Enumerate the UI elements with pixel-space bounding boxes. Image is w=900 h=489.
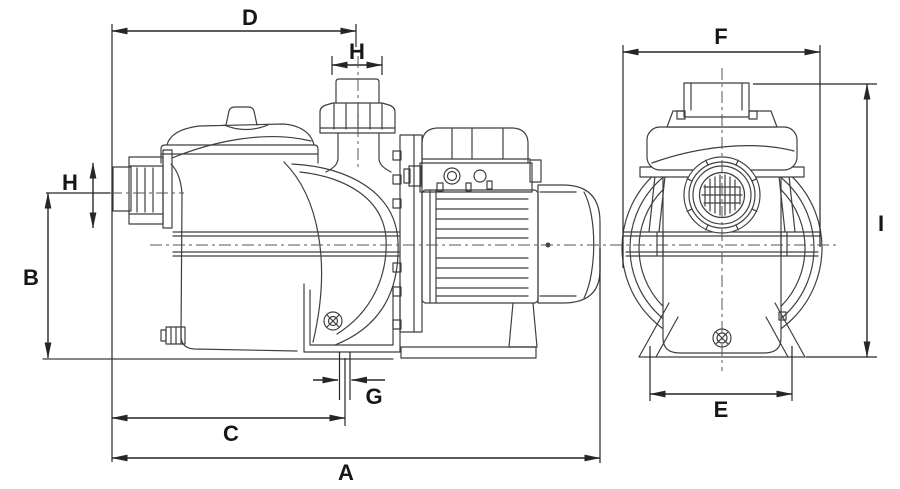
dim-label-h-side: H bbox=[62, 170, 78, 195]
sight-glass-lugs bbox=[686, 159, 758, 231]
dimension-G: G bbox=[313, 352, 385, 409]
dimension-A: A bbox=[111, 248, 601, 485]
side-view: D H H B bbox=[23, 5, 601, 485]
cable-gland-right bbox=[529, 159, 542, 183]
dimension-F: F bbox=[622, 24, 821, 268]
fan-cover bbox=[537, 184, 601, 304]
inlet-port bbox=[112, 149, 173, 229]
dim-label-b: B bbox=[23, 265, 39, 290]
front-base bbox=[638, 302, 806, 358]
motor-body bbox=[421, 189, 551, 304]
centerlines bbox=[110, 56, 838, 371]
dim-label-f: F bbox=[714, 24, 727, 49]
dimension-B: B bbox=[23, 192, 52, 359]
dimension-I: I bbox=[753, 83, 884, 358]
cable-gland-left bbox=[408, 165, 422, 187]
strainer-pot bbox=[160, 106, 319, 352]
dim-label-e: E bbox=[714, 397, 729, 422]
terminal-box bbox=[403, 127, 542, 193]
volute bbox=[283, 161, 399, 346]
discharge-port bbox=[319, 78, 396, 173]
front-view: F I E bbox=[621, 24, 884, 422]
basket-grid bbox=[701, 174, 743, 216]
dim-label-a: A bbox=[338, 460, 354, 485]
dim-label-h-top: H bbox=[349, 39, 365, 64]
dimension-H-top: H bbox=[331, 39, 383, 75]
motor-foot bbox=[400, 302, 538, 359]
side-view-dimensions: D H H B bbox=[23, 5, 601, 485]
dim-label-g: G bbox=[365, 384, 382, 409]
pot-drain-knob bbox=[160, 326, 186, 345]
dimension-D: D bbox=[111, 5, 357, 47]
side-view-pump-drawing bbox=[42, 78, 601, 360]
front-view-dimensions: F I E bbox=[622, 24, 884, 422]
dim-label-i: I bbox=[878, 211, 884, 236]
dimension-E: E bbox=[649, 346, 793, 422]
shoulder-straps bbox=[648, 175, 796, 233]
dimension-C: C bbox=[111, 358, 346, 446]
dimension-H-side: H bbox=[46, 162, 110, 229]
clamp-band bbox=[172, 231, 401, 257]
dim-label-c: C bbox=[223, 421, 239, 446]
dim-label-d: D bbox=[242, 5, 258, 30]
